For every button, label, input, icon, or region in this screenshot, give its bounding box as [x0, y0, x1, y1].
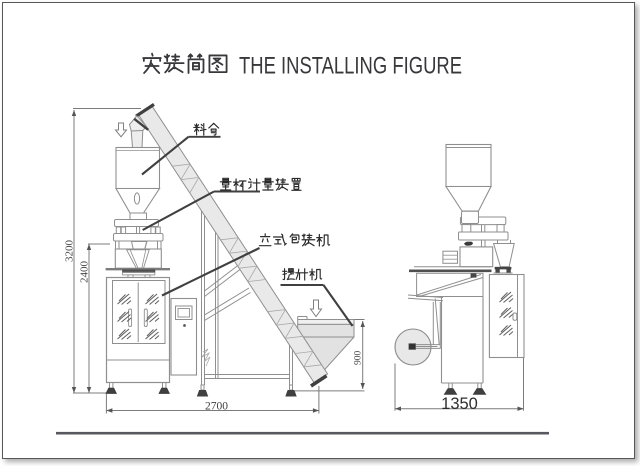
svg-text:2400: 2400 [79, 261, 91, 284]
svg-text:2700: 2700 [205, 401, 228, 413]
svg-text:3200: 3200 [64, 240, 76, 263]
svg-text:1350: 1350 [441, 395, 478, 413]
svg-text:THE INSTALLING FIGURE: THE INSTALLING FIGURE [239, 53, 462, 80]
svg-text:900: 900 [353, 351, 363, 366]
